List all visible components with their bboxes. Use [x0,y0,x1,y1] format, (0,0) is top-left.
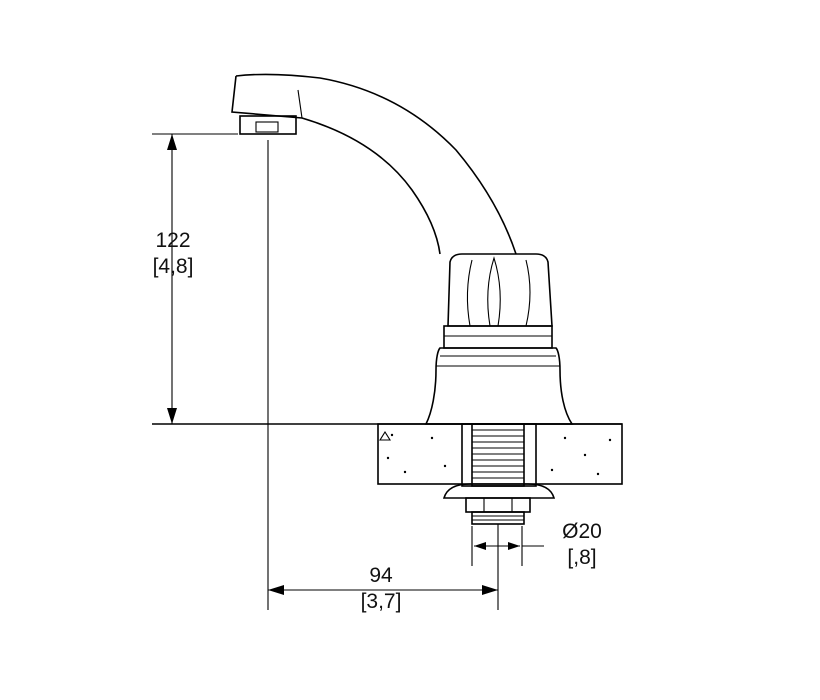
reach-value: 94 [369,564,393,587]
faucet-spout [231,73,517,255]
countertop-section [152,423,623,485]
reach-dimension-label: 94 [3,7] [346,563,416,615]
reach-imperial: [3,7] [360,590,402,613]
diameter-imperial: [,8] [567,546,597,569]
height-value: 122 [155,229,191,252]
faucet-handle [443,253,553,349]
reach-dimension [268,585,498,595]
diameter-symbol: Ø [562,520,579,543]
diameter-dimension-label: Ø20 [,8] [544,519,620,571]
height-imperial: [4,8] [152,255,194,278]
mounting-nut [442,483,556,525]
diameter-value: 20 [578,520,602,543]
diameter-dimension [471,526,544,566]
height-dimension [152,133,238,424]
faucet-base [424,347,574,425]
height-dimension-label: 122 [4,8] [138,228,208,280]
threaded-shank [461,423,537,487]
